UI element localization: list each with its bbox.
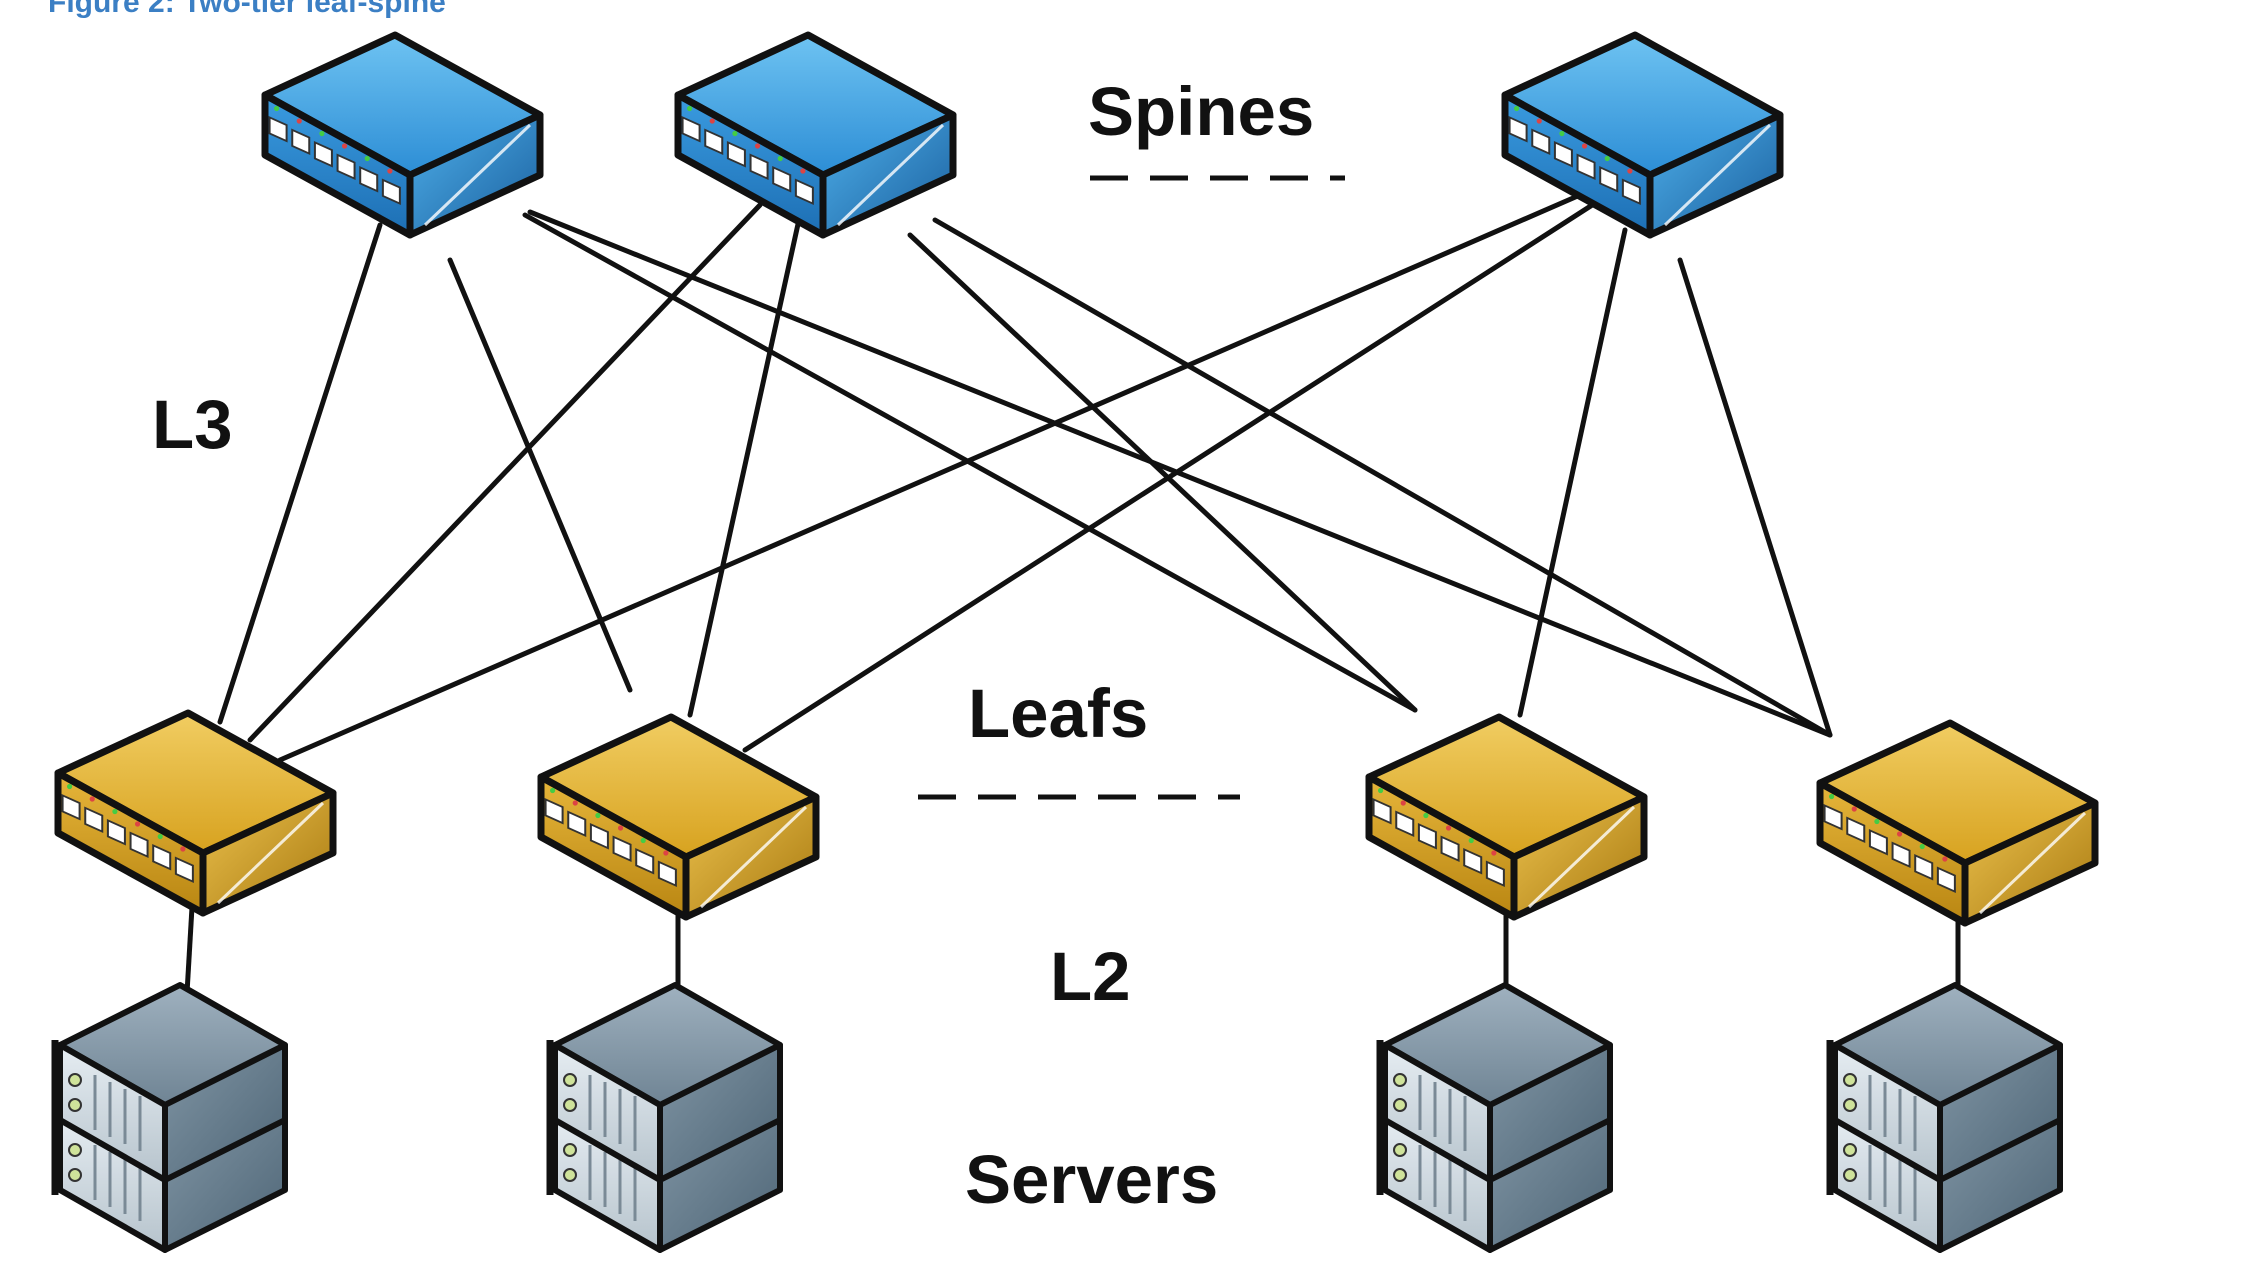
- l2-label: L2: [1050, 938, 1131, 1015]
- servers-label: Servers: [965, 1141, 1219, 1218]
- link-spine-2-leaf-3: [907, 232, 1418, 713]
- link-spine-2-leaf-2: [687, 212, 803, 718]
- server-4-server-rack-icon: [1826, 982, 2063, 1253]
- server-3-server-rack-icon: [1376, 982, 1613, 1253]
- leaf-2-network-switch-icon: [537, 713, 820, 921]
- leaf-1-network-switch-icon: [54, 709, 337, 917]
- l3-label: L3: [152, 386, 233, 463]
- spines-label: Spines: [1088, 73, 1315, 150]
- server-1-server-rack-icon: [51, 982, 288, 1253]
- link-spine-2-leaf-4: [932, 217, 1833, 738]
- leafs-label: Leafs: [968, 675, 1149, 752]
- spine-3-network-switch-icon: [1501, 31, 1784, 239]
- spine-2-network-switch-icon: [674, 31, 957, 239]
- spine-1-network-switch-icon: [261, 31, 544, 239]
- devices-layer: [51, 31, 2099, 1253]
- figure-caption: Figure 2: Two-tier leaf-spine: [48, 0, 446, 19]
- link-spine-1-leaf-4: [527, 209, 1833, 738]
- link-spine-3-leaf-4: [1677, 257, 1833, 738]
- leaf-4-network-switch-icon: [1816, 719, 2099, 927]
- link-spine-2-leaf-1: [247, 202, 763, 743]
- server-2-server-rack-icon: [546, 982, 783, 1253]
- link-spine-1-leaf-2: [447, 257, 633, 693]
- link-spine-3-leaf-2: [742, 197, 1603, 753]
- link-spine-3-leaf-1: [277, 192, 1583, 763]
- links-layer: [183, 192, 1961, 1013]
- link-spine-3-leaf-3: [1517, 227, 1628, 718]
- leaf-3-network-switch-icon: [1365, 713, 1648, 921]
- link-spine-1-leaf-1: [217, 222, 383, 725]
